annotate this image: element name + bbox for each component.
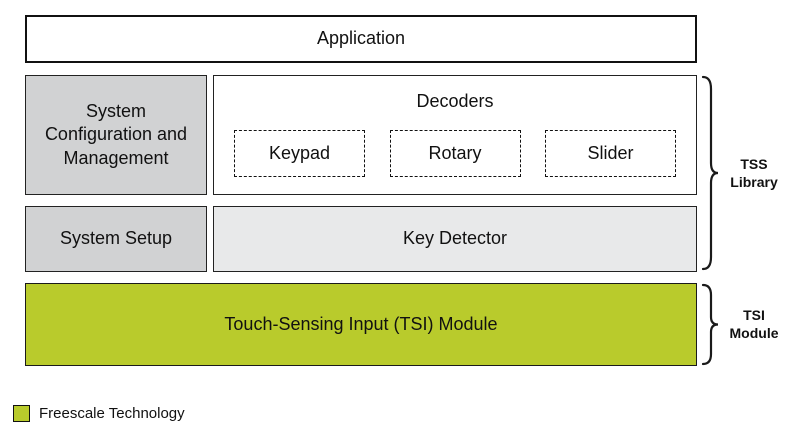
decoders-box: Decoders Keypad Rotary Slider <box>213 75 697 195</box>
tss-library-brace <box>701 75 719 271</box>
decoder-rotary-box: Rotary <box>389 130 521 177</box>
legend-label: Freescale Technology <box>39 405 185 422</box>
decoder-items-row: Keypad Rotary Slider <box>214 130 696 177</box>
tsi-module-box: Touch-Sensing Input (TSI) Module <box>25 283 697 366</box>
application-box: Application <box>25 15 697 63</box>
decoder-keypad-box: Keypad <box>234 130 365 177</box>
system-setup-label: System Setup <box>59 228 173 249</box>
key-detector-box: Key Detector <box>213 206 697 272</box>
tsi-module-brace <box>701 283 719 366</box>
legend: Freescale Technology <box>13 405 185 422</box>
tsi-module-label: Touch-Sensing Input (TSI) Module <box>224 313 498 334</box>
system-configuration-label: System Configuration and Management <box>44 100 188 168</box>
tsi-module-bracket-label: TSI Module <box>729 307 779 341</box>
key-detector-label: Key Detector <box>402 228 508 249</box>
decoders-title: Decoders <box>416 91 494 111</box>
application-label: Application <box>316 28 406 49</box>
slider-label: Slider <box>587 142 634 163</box>
system-setup-box: System Setup <box>25 206 207 272</box>
decoder-slider-box: Slider <box>545 130 676 177</box>
tss-library-label: TSS Library <box>730 156 778 190</box>
freescale-green-swatch <box>13 405 30 422</box>
rotary-label: Rotary <box>428 142 482 163</box>
system-configuration-box: System Configuration and Management <box>25 75 207 195</box>
keypad-label: Keypad <box>268 142 331 163</box>
